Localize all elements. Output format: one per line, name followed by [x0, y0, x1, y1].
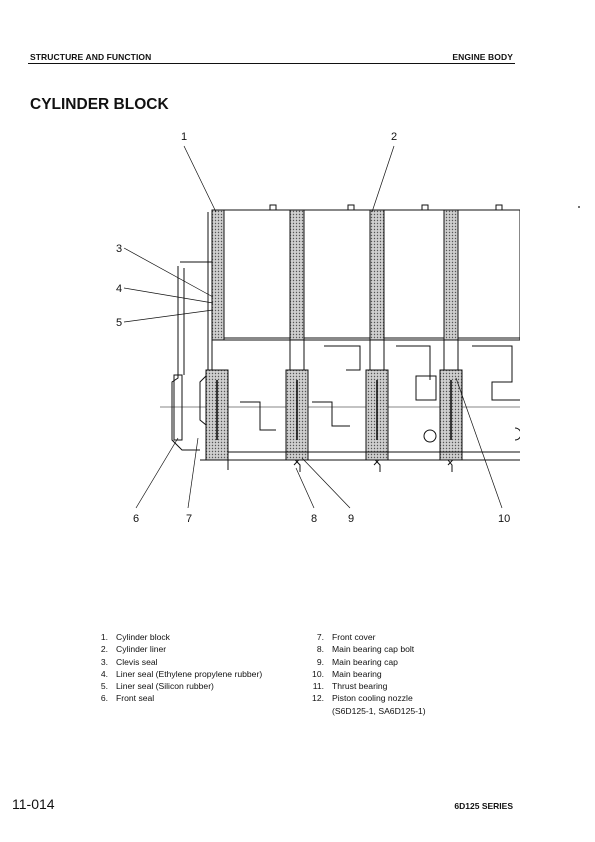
- legend-item: 9. Main bearing cap: [306, 656, 426, 668]
- legend-num: 6.: [100, 693, 108, 704]
- legend-item: 5. Liner seal (Silicon rubber): [90, 680, 262, 692]
- callout-8: 8: [311, 513, 317, 525]
- legend-note-text: (S6D125-1, SA6D125-1): [332, 705, 426, 716]
- legend-num: 2.: [100, 644, 108, 655]
- legend-item: 4. Liner seal (Ethylene propylene rubber): [90, 668, 262, 680]
- legend-item: 2. Cylinder liner: [90, 643, 262, 655]
- legend-text: Cylinder block: [116, 632, 170, 642]
- legend-text: Main bearing: [332, 668, 382, 679]
- header-section-title: STRUCTURE AND FUNCTION: [30, 52, 152, 62]
- legend-num: 3.: [100, 656, 108, 667]
- scan-speck: [578, 206, 580, 208]
- callout-9: 9: [348, 513, 354, 525]
- series-label: 6D125 SERIES: [454, 801, 513, 811]
- legend-right-column: 7. Front cover 8. Main bearing cap bolt 9.…: [306, 631, 426, 717]
- legend-text: Liner seal (Silicon rubber): [116, 681, 214, 692]
- callout-10: 10: [498, 513, 510, 525]
- legend-item: 8. Main bearing cap bolt: [306, 643, 426, 655]
- cylinder-block-diagram: 1 2 3 4 5 6 7 8 9 10: [116, 131, 520, 525]
- callout-5: 5: [116, 317, 122, 329]
- legend-text: Liner seal (Ethylene propylene rubber): [116, 668, 263, 679]
- callout-6: 6: [133, 513, 139, 525]
- legend-item: 12. Piston cooling nozzle: [306, 692, 426, 704]
- callout-3: 3: [116, 243, 122, 255]
- legend-item: 6. Front seal: [90, 692, 262, 704]
- legend-num: 9.: [316, 656, 324, 667]
- legend-text: Cylinder liner: [116, 644, 167, 655]
- callout-1: 1: [181, 131, 187, 143]
- legend-item: 10. Main bearing: [306, 668, 426, 680]
- legend-num: 7.: [316, 632, 324, 642]
- legend-num: 1.: [100, 632, 108, 642]
- legend-num: 8.: [316, 644, 324, 655]
- legend-text: Piston cooling nozzle: [332, 693, 413, 704]
- legend-num: 10.: [312, 668, 324, 679]
- callout-4: 4: [116, 283, 122, 295]
- legend-item: 11. Thrust bearing: [306, 680, 426, 692]
- header-rule: [28, 63, 515, 64]
- legend-num: 4.: [100, 668, 108, 679]
- legend-item: 1. Cylinder block: [90, 631, 262, 643]
- legend-left-column: 1. Cylinder block 2. Cylinder liner 3. Clev…: [90, 631, 262, 705]
- page-number: 11-014: [12, 796, 55, 812]
- legend-text: Front seal: [116, 693, 155, 704]
- legend-text: Front cover: [332, 632, 376, 642]
- legend-num: 12.: [312, 693, 324, 704]
- callout-7: 7: [186, 513, 192, 525]
- header-chapter-title: ENGINE BODY: [452, 52, 513, 62]
- legend-text: Main bearing cap bolt: [332, 644, 415, 655]
- legend-text: Clevis seal: [116, 656, 158, 667]
- legend-item: 7. Front cover: [306, 631, 426, 643]
- legend-item: 3. Clevis seal: [90, 656, 262, 668]
- legend-num: 11.: [312, 681, 324, 692]
- legend-text: Main bearing cap: [332, 656, 398, 667]
- page-title: CYLINDER BLOCK: [30, 96, 169, 113]
- legend-text: Thrust bearing: [332, 681, 388, 692]
- legend-note: (S6D125-1, SA6D125-1): [306, 705, 426, 717]
- callout-2: 2: [391, 131, 397, 143]
- legend-num: 5.: [100, 681, 108, 692]
